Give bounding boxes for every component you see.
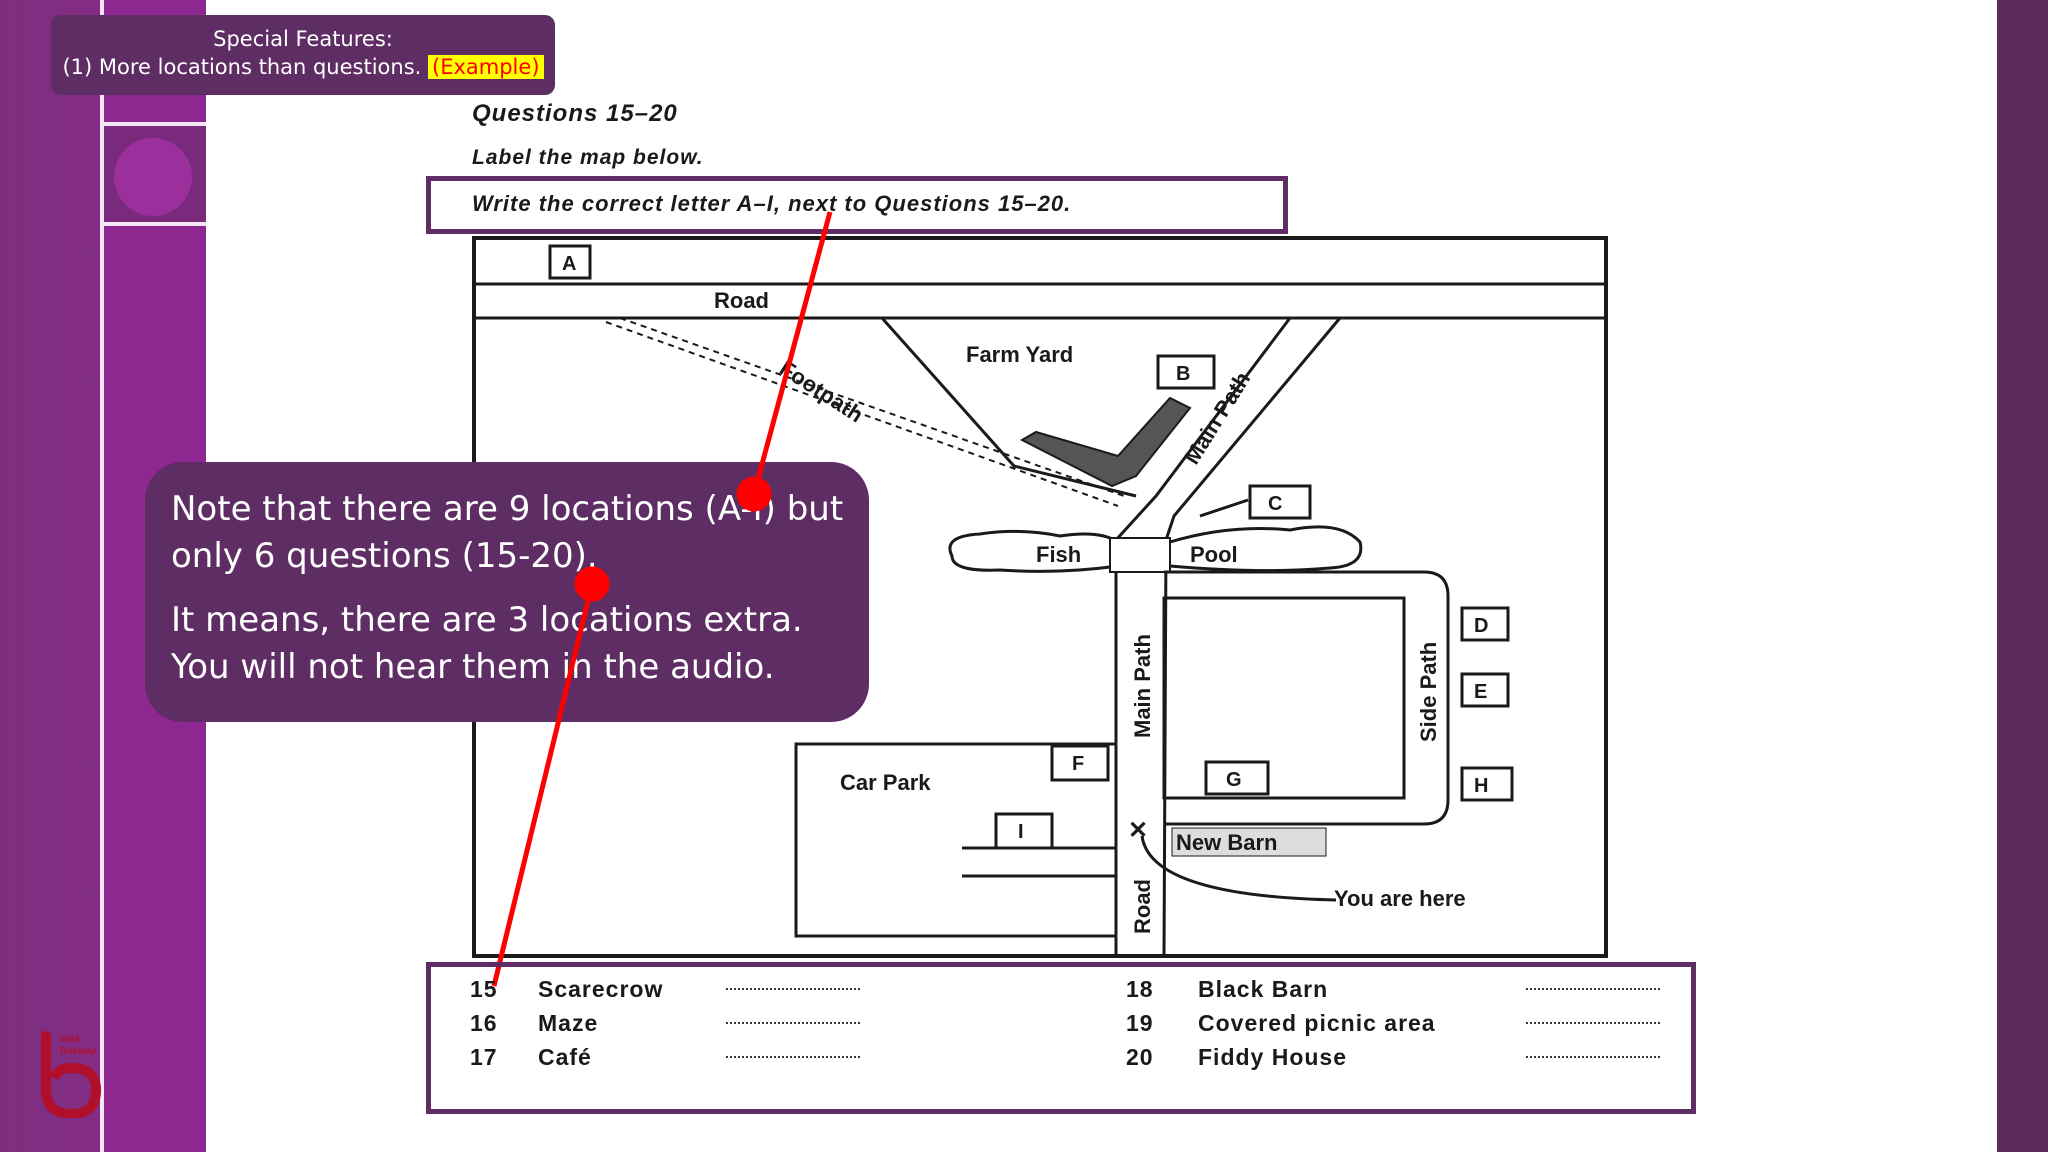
answer-label: Covered picnic area [1198,1010,1436,1036]
special-features-box: Special Features: (1) More locations tha… [51,15,555,95]
special-features-line: (1) More locations than questions. (Exam… [51,53,555,81]
answer-number: 17 [470,1044,498,1070]
letter-box-h: H [1460,766,1514,802]
pool-bridge [1109,537,1171,573]
questions-title: Questions 15–20 [472,100,678,127]
logo-text-ielts: ielts [60,1034,80,1045]
answer-label: Café [538,1044,592,1070]
fish-label: Fish [1036,542,1081,567]
letter-box-e: E [1460,672,1510,708]
letter-box-f: F [1050,744,1110,782]
answer-label: Scarecrow [538,976,664,1002]
red-arrow-upper [736,211,833,512]
example-highlight: (Example) [428,55,544,79]
svg-text:A: A [562,253,576,275]
letter-box-c: C [1248,484,1312,520]
letter-box-g: G [1204,760,1270,796]
you-are-here-label: You are here [1334,886,1466,911]
svg-text:C: C [1268,493,1282,515]
side-path-inner-field [1162,596,1406,800]
red-arrow-lower [491,566,610,987]
letter-box-b: B [1156,354,1216,390]
letter-box-a: A [548,244,592,280]
svg-text:D: D [1474,615,1488,637]
footpath-line-1 [605,321,1119,507]
ielts-backup-logo: ielts Backup [41,1031,102,1118]
svg-text:F: F [1072,753,1084,775]
car-park-area [794,742,1118,938]
letter-box-i: I [994,812,1054,850]
car-park-label: Car Park [840,770,931,795]
left-decorative-circle [114,138,192,216]
answer-blank[interactable] [726,1044,860,1058]
new-barn-label: New Barn [1176,830,1277,855]
farm-yard-label: Farm Yard [966,342,1073,367]
answer-number: 18 [1126,976,1154,1002]
answer-blank[interactable] [726,1010,860,1024]
answer-number: 15 [470,976,498,1002]
note-paragraph-1: Note that there are 9 locations (A-I) bu… [171,489,844,576]
special-features-title: Special Features: [213,27,393,51]
letter-c-arrow [1199,498,1249,518]
answer-label: Black Barn [1198,976,1329,1002]
questions-subtitle: Label the map below. [472,146,704,169]
answer-label: Fiddy House [1198,1044,1348,1070]
answer-number: 20 [1126,1044,1154,1070]
left-divider-line [100,0,104,1152]
new-barn-shape [1171,827,1327,857]
answer-blank[interactable] [1526,1044,1660,1058]
answer-blank[interactable] [726,976,860,990]
instruction-text: Write the correct letter A–I, next to Qu… [472,191,1072,216]
note-paragraph-2: It means, there are 3 locations extra. Y… [171,600,803,687]
svg-text:E: E [1474,681,1487,703]
answer-blank[interactable] [1526,976,1660,990]
letter-box-d: D [1460,606,1510,642]
answer-label: Maze [538,1010,599,1036]
footpath-line-2 [619,317,1125,497]
main-path-lower-label: Main Path [1130,634,1155,738]
special-features-text: (1) More locations than questions. [62,55,422,79]
pool-label: Pool [1190,542,1238,567]
answer-blank[interactable] [1526,1010,1660,1024]
answer-number: 19 [1126,1010,1154,1036]
road-bottom-label: Road [1130,879,1155,934]
logo-text-backup: Backup [60,1046,96,1057]
right-decorative-band [1997,0,2048,1152]
svg-text:H: H [1474,775,1488,797]
svg-text:G: G [1226,769,1242,791]
svg-text:B: B [1176,363,1190,385]
answer-number: 16 [470,1010,498,1036]
you-are-here-pointer [1140,835,1337,902]
answers-frame [426,962,1696,1114]
side-path-label: Side Path [1416,642,1441,742]
svg-text:I: I [1018,821,1024,843]
instruction-frame [426,176,1288,234]
road-top-label: Road [714,288,769,313]
side-path-outer [1164,570,1450,826]
black-barn-shape [1019,396,1192,488]
farm-yard-border [880,317,1137,498]
